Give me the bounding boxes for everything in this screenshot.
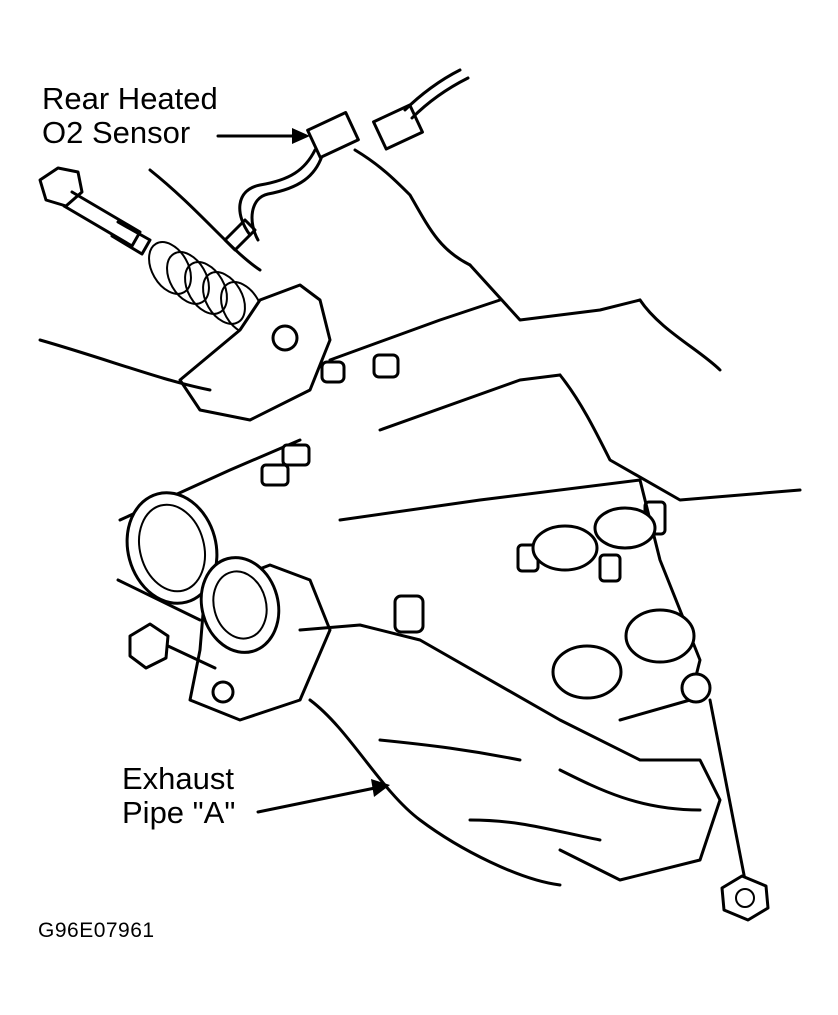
- exhaust-pipe-label-line1: Exhaust: [122, 761, 235, 796]
- callout-arrows: [216, 128, 390, 814]
- manifold-ports: [338, 478, 712, 722]
- exhaust-pipe-a: [188, 556, 722, 887]
- o2-sensor-label-line1: Rear Heated: [42, 81, 218, 116]
- flange-bolt-spring: [38, 166, 264, 335]
- lower-fasteners: [128, 594, 770, 922]
- rear-heated-o2-sensor-label: Rear Heated O2 Sensor: [42, 82, 218, 150]
- exhaust-pipe-label-line2: Pipe "A": [122, 795, 236, 830]
- figure-code: G96E07961: [38, 919, 155, 942]
- upper-flange: [38, 283, 332, 422]
- o2-sensor-label-line2: O2 Sensor: [42, 115, 191, 150]
- exhaust-pipe-a-label: Exhaust Pipe "A": [122, 762, 235, 830]
- o2-sensor-harness: [223, 68, 470, 252]
- catalytic-inlet: [125, 491, 219, 605]
- mounting-studs: [260, 353, 667, 583]
- compression-spring: [148, 241, 264, 335]
- engine-block-outline: [116, 148, 802, 622]
